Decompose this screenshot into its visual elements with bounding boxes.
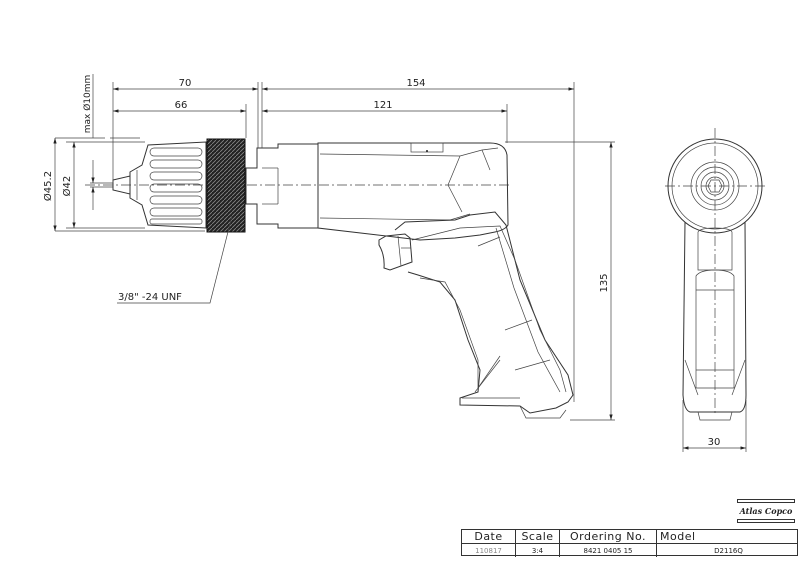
title-block: Date Scale Ordering No. Model 110817 3:4… <box>461 529 798 557</box>
header-model: Model <box>660 530 696 543</box>
dim-chuck-length: 66 <box>175 100 188 111</box>
dim-overall-chuck-length: 70 <box>179 78 192 89</box>
value-scale: 3:4 <box>516 544 560 557</box>
dim-chuck-outer-diameter: Ø45.2 <box>42 171 54 201</box>
dim-overall-length: 154 <box>406 78 425 89</box>
value-date: 110817 <box>462 544 516 557</box>
title-block-header-row: Date Scale Ordering No. Model <box>462 530 797 544</box>
side-view: 70 66 154 121 135 Ø45.2 Ø42 max Ø10mm 3/… <box>42 74 615 421</box>
brand-logo: Atlas Copco <box>734 499 796 525</box>
trigger <box>378 233 413 271</box>
chuck-body <box>129 141 207 229</box>
dim-body-length: 121 <box>373 100 392 111</box>
header-date: Date <box>462 530 516 543</box>
header-ordering-no: Ordering No. <box>560 530 657 543</box>
thread-annotation: 3/8" -24 UNF <box>118 292 182 303</box>
logo-text: Atlas Copco <box>739 506 793 516</box>
dim-max-bit: max Ø10mm <box>82 75 93 134</box>
knurled-collar <box>206 138 246 233</box>
spindle-nose <box>245 143 319 229</box>
title-block-value-row: 110817 3:4 8421 0405 15 D2116Q <box>462 544 797 557</box>
logo-bar-top <box>737 499 795 503</box>
front-view: 30 <box>665 128 765 452</box>
value-ordering-no: 8421 0405 15 <box>560 544 657 557</box>
pistol-grip <box>394 211 574 419</box>
dim-chuck-diameter: Ø42 <box>61 176 73 197</box>
dim-height: 135 <box>599 273 610 292</box>
header-scale: Scale <box>516 530 560 543</box>
motor-housing <box>317 142 509 241</box>
dim-width: 30 <box>708 437 721 448</box>
value-model: D2116Q <box>714 546 743 555</box>
logo-bar-bottom <box>737 519 795 523</box>
